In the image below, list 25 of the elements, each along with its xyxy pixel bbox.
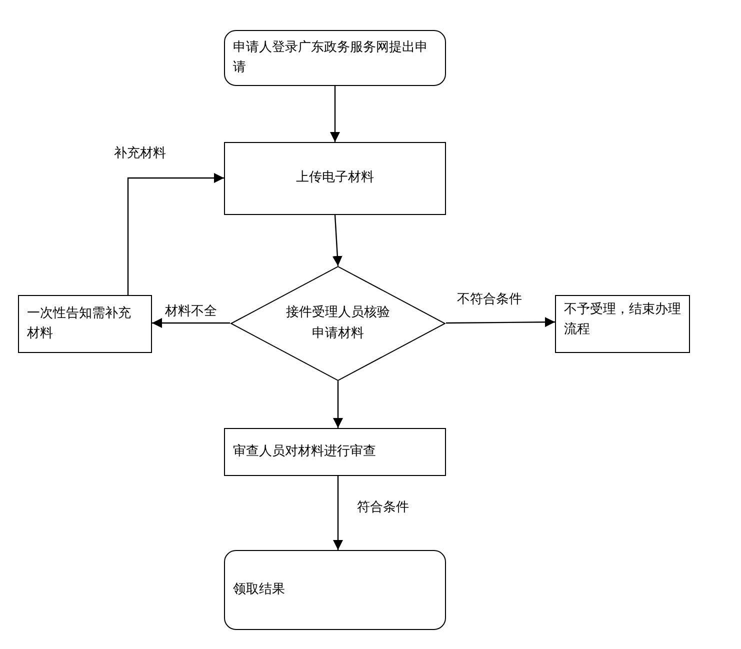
node-text: 审查人员对材料进行审查 [233, 442, 376, 461]
node-text: 领取结果 [233, 580, 285, 599]
terminal-box [224, 30, 446, 86]
process-box [224, 142, 446, 215]
arrow [127, 173, 224, 295]
arrow [333, 381, 343, 428]
arrow [333, 476, 343, 550]
node-text: 接件受理人员核验申请材料 [285, 304, 391, 342]
edge-label: 符合条件 [356, 498, 410, 516]
arrow [332, 214, 342, 266]
node-text: 上传电子材料 [296, 169, 374, 188]
decision-diamond [230, 266, 446, 381]
arrow [330, 86, 340, 142]
node-text: 一次性告知需补充材料 [27, 304, 132, 343]
process-box [224, 428, 446, 476]
arrow [152, 318, 230, 328]
node-text: 不予受理，结束办理流程 [564, 301, 681, 340]
edge-label: 不符合条件 [456, 290, 523, 308]
edge-label: 材料不全 [164, 302, 218, 320]
node-text: 申请人登录广东政务服务网提出申请 [233, 38, 429, 77]
process-box [555, 295, 690, 353]
edge-label: 补充材料 [113, 144, 167, 162]
process-box [18, 295, 152, 353]
arrow [446, 317, 555, 328]
terminal-box [224, 550, 446, 630]
